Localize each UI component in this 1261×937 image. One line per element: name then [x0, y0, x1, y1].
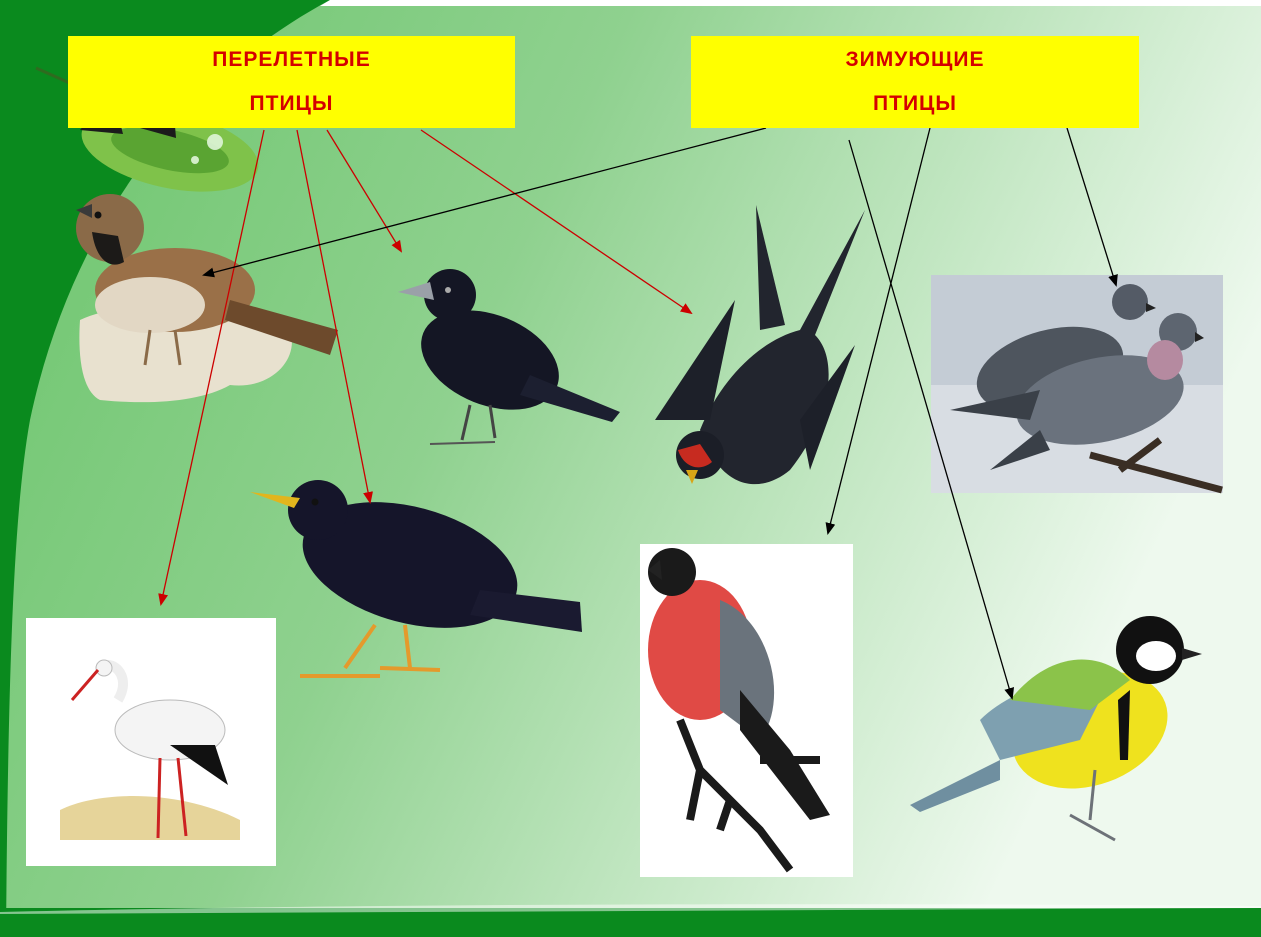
migratory-birds-label: ПЕРЕЛЕТНЫЕ ПТИЦЫ	[68, 36, 515, 128]
wintering-birds-label: ЗИМУЮЩИЕ ПТИЦЫ	[691, 36, 1139, 128]
migratory-label-line2: ПТИЦЫ	[250, 82, 334, 126]
pigeons-image	[931, 275, 1223, 493]
white-top-band	[320, 0, 1261, 6]
stork-image	[26, 618, 276, 866]
bullfinch-image	[640, 544, 853, 877]
migratory-label-line1: ПЕРЕЛЕТНЫЕ	[212, 38, 370, 82]
wintering-label-line2: ПТИЦЫ	[873, 82, 957, 126]
wintering-label-line1: ЗИМУЮЩИЕ	[846, 38, 985, 82]
